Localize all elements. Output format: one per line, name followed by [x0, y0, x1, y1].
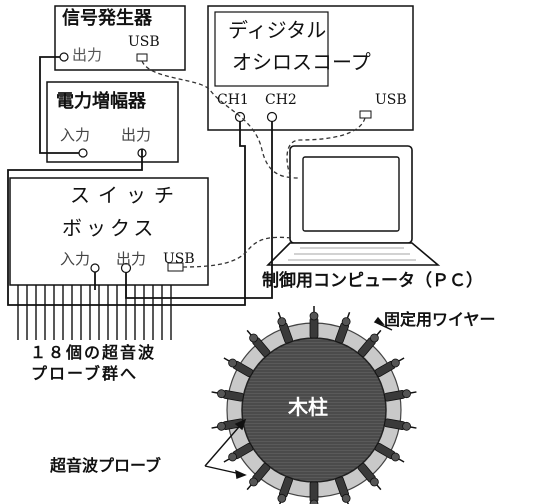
ultrasonic-probe [211, 389, 244, 402]
wooden-column-assembly [211, 306, 417, 504]
ultrasonic-probe [357, 463, 382, 491]
switch-box-title-line1: スイッチ [70, 183, 182, 207]
oscilloscope-ch2-label: CH2 [265, 92, 297, 108]
usb-cables [141, 60, 366, 268]
ultrasonic-probe [223, 442, 254, 463]
probe-group-note-line1: １８個の超音波 [30, 343, 157, 362]
signal-generator-title: 信号発生器 [62, 8, 152, 29]
switch-box [9, 177, 209, 286]
ultrasonic-probe-label: 超音波プローブ [50, 456, 162, 475]
power-amplifier-input-label: 入力 [60, 126, 91, 144]
oscilloscope-screen [214, 11, 329, 87]
power-amplifier-box [46, 81, 179, 163]
ultrasonic-probe [357, 329, 382, 357]
oscilloscope-usb-label: USB [375, 92, 407, 108]
oscilloscope-title-line2: オシロスコープ [232, 50, 371, 74]
ultrasonic-probe [246, 329, 271, 357]
signal-generator-box [54, 5, 186, 71]
oscilloscope-usb-port [359, 110, 372, 119]
switch-box-usb-label: USB [163, 251, 195, 267]
ultrasonic-probe [384, 418, 417, 431]
computer-label: 制御用コンピュータ（ＰＣ） [262, 271, 483, 291]
power-amplifier-output-label: 出力 [121, 126, 152, 144]
ultrasonic-probe [309, 481, 319, 504]
ultrasonic-probe [309, 306, 319, 339]
wooden-column-label: 木柱 [288, 395, 328, 419]
ultrasonic-probe [246, 463, 271, 491]
oscilloscope-title-line1: ディジタル [228, 18, 327, 42]
ultrasonic-probe [277, 476, 293, 504]
annotation-arrows [204, 316, 393, 479]
computer-icon [266, 145, 441, 266]
probe-cable-bundle [17, 285, 172, 340]
probe-group-note-line2: プローブ群へ [31, 364, 139, 383]
oscilloscope-box [207, 5, 414, 131]
signal-generator-output-label: 出力 [72, 46, 103, 64]
ultrasonic-probe [384, 389, 417, 402]
fixing-wire-label: 固定用ワイヤー [384, 310, 496, 329]
ultrasonic-probe [335, 312, 351, 344]
power-amplifier-title: 電力増幅器 [56, 91, 146, 112]
ultrasonic-probe [374, 357, 405, 378]
oscilloscope-ch1-label: CH1 [217, 92, 249, 108]
switch-box-title-line2: ボックス [62, 216, 158, 240]
ultrasonic-probe [223, 357, 254, 378]
switch-box-input-label: 入力 [60, 250, 91, 268]
switch-box-output-label: 出力 [116, 250, 147, 268]
signal-generator-usb-label: USB [128, 34, 160, 50]
ultrasonic-probe [335, 476, 351, 504]
switch-box-output-jack [120, 262, 132, 274]
ultrasonic-probe [277, 312, 293, 344]
ultrasonic-probe [374, 442, 405, 463]
